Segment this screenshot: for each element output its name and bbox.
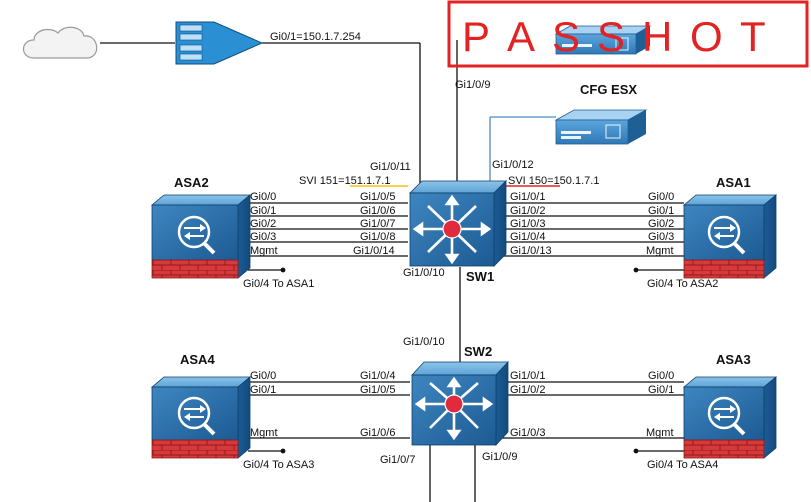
port-label: Gi0/3: [250, 231, 276, 243]
cfg-esx-server-icon: [554, 109, 648, 145]
port-label: Gi0/2: [648, 218, 674, 230]
cfg-esx-label: CFG ESX: [580, 82, 637, 97]
watermark-letter: H: [642, 13, 672, 60]
port-label: Mgmt: [250, 427, 278, 439]
sw1-switch-icon: [409, 180, 507, 267]
port-label: Gi0/1: [250, 384, 276, 396]
port-label: Gi1/0/1: [510, 191, 545, 203]
port-label: Mgmt: [250, 245, 278, 257]
sw2-left-ports: Gi1/0/4 Gi1/0/5 Gi1/0/6: [360, 370, 395, 439]
asa4-label: ASA4: [180, 352, 215, 367]
sw1-left-ports: Gi1/0/5 Gi1/0/6 Gi1/0/7 Gi1/0/8 Gi1/0/14: [353, 191, 395, 257]
port-label: Gi1/0/1: [510, 370, 545, 382]
port-label: Gi0/1: [648, 205, 674, 217]
asa4-firewall-icon: [150, 376, 252, 459]
asa1-gi04-label: Gi0/4 To ASA2: [647, 278, 718, 290]
asa2-ports: Gi0/0 Gi0/1 Gi0/2 Gi0/3 Mgmt: [250, 191, 278, 257]
port-label: Gi0/1: [648, 384, 674, 396]
port-label: Mgmt: [646, 427, 674, 439]
top-server-icon: [554, 25, 652, 55]
asa1-firewall-icon: [682, 194, 778, 279]
port-label: Gi0/0: [648, 370, 674, 382]
asa3-ports: Gi0/0 Gi0/1 Mgmt: [646, 370, 674, 439]
sw2-right-ports: Gi1/0/1 Gi1/0/2 Gi1/0/3: [510, 370, 545, 439]
port-label: Gi1/0/7: [360, 218, 395, 230]
asa1-label: ASA1: [716, 175, 751, 190]
watermark-letter: S: [552, 13, 580, 60]
router-gi-label: Gi0/1=150.1.7.254: [270, 31, 361, 43]
passhot-watermark: P A S S H O T: [447, 0, 809, 68]
port-label: Gi1/0/3: [510, 218, 545, 230]
port-label: Gi1/0/14: [353, 245, 395, 257]
asa4-ports: Gi0/0 Gi0/1 Mgmt: [250, 370, 278, 439]
sw2-gi107-label: Gi1/0/7: [380, 454, 415, 466]
port-label: Gi1/0/2: [510, 384, 545, 396]
sw1-gi1010-label: Gi1/0/10: [403, 267, 445, 279]
port-label: Mgmt: [646, 245, 674, 257]
port-label: Gi1/0/5: [360, 191, 395, 203]
port-label: Gi0/2: [250, 218, 276, 230]
port-label: Gi0/0: [250, 191, 276, 203]
watermark-letter: A: [507, 13, 535, 60]
port-label: Gi0/0: [250, 370, 276, 382]
sw2-switch-icon: [411, 360, 509, 447]
links: [100, 40, 684, 502]
sw1-gi1012-label: Gi1/0/12: [492, 159, 534, 171]
port-label: Gi1/0/13: [510, 245, 552, 257]
sw1-right-ports: Gi1/0/1 Gi1/0/2 Gi1/0/3 Gi1/0/4 Gi1/0/13: [510, 191, 552, 257]
sw1-label: SW1: [466, 269, 494, 284]
stub-dots: [280, 267, 639, 454]
watermark-letter: O: [690, 13, 723, 60]
watermark-letter: T: [740, 13, 766, 60]
sw1-gi1011-label: Gi1/0/11: [370, 161, 411, 173]
asa2-label: ASA2: [174, 175, 209, 190]
port-label: Gi1/0/5: [360, 384, 395, 396]
edge-router-icon: [175, 21, 264, 65]
svi150-label: SVI 150=150.1.7.1: [508, 175, 599, 187]
asa3-firewall-icon: [682, 376, 778, 459]
port-label: Gi1/0/2: [510, 205, 545, 217]
port-label: Gi1/0/4: [360, 370, 395, 382]
port-label: Gi0/1: [250, 205, 276, 217]
port-label: Gi1/0/6: [360, 427, 395, 439]
asa3-label: ASA3: [716, 352, 751, 367]
cloud-icon: [22, 26, 98, 59]
asa2-firewall-icon: [150, 194, 252, 279]
port-label: Gi0/3: [648, 231, 674, 243]
watermark-letter: S: [597, 13, 625, 60]
port-label: Gi1/0/3: [510, 427, 545, 439]
port-label: Gi0/0: [648, 191, 674, 203]
sw2-gi1010-label: Gi1/0/10: [403, 336, 445, 348]
asa2-gi04-label: Gi0/4 To ASA1: [243, 278, 314, 290]
port-label: Gi1/0/6: [360, 205, 395, 217]
sw2-gi109-label: Gi1/0/9: [482, 451, 517, 463]
asa1-ports: Gi0/0 Gi0/1 Gi0/2 Gi0/3 Mgmt: [646, 191, 674, 257]
port-label: Gi1/0/8: [360, 231, 395, 243]
svi151-label: SVI 151=151.1.7.1: [299, 175, 390, 187]
sw2-label: SW2: [464, 344, 492, 359]
sw1-gi109-label: Gi1/0/9: [455, 79, 490, 91]
port-label: Gi1/0/4: [510, 231, 545, 243]
asa3-gi04-label: Gi0/4 To ASA4: [647, 459, 718, 471]
asa4-gi04-label: Gi0/4 To ASA3: [243, 459, 314, 471]
watermark-letter: P: [462, 13, 490, 60]
